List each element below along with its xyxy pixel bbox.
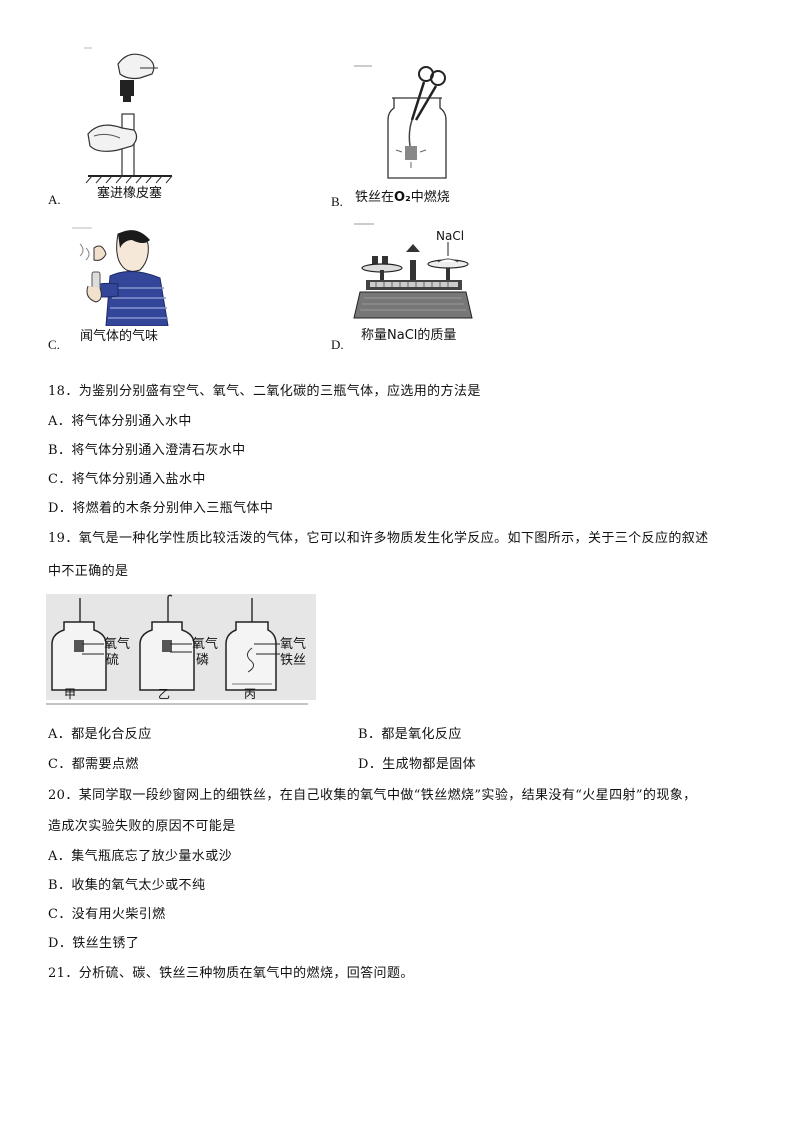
jar1-name: 甲 <box>64 687 76 701</box>
q20-option-a: A．集气瓶底忘了放少量水或沙 <box>48 849 232 864</box>
q20-option-c: C．没有用火柴引燃 <box>48 907 166 922</box>
o2-formula: O₂ <box>394 190 411 205</box>
option-c-letter: C. <box>48 337 60 352</box>
smell-gas-figure <box>70 226 175 327</box>
option-d-caption: 称量NaCl的质量 <box>361 328 457 343</box>
q19-option-b: B．都是氧化反应 <box>358 727 462 742</box>
q18-option-c: C．将气体分别通入盐水中 <box>48 472 206 487</box>
q19-option-d: D．生成物都是固体 <box>358 757 477 772</box>
option-b-caption: 铁丝在O₂中燃烧 <box>355 186 450 205</box>
jar2-name: 乙 <box>158 687 170 701</box>
jar-tongs-illustration <box>354 65 447 179</box>
nacl-label: NaCl <box>436 229 464 243</box>
balance-figure: NaCl <box>352 222 474 326</box>
option-b-letter: B. <box>331 194 343 209</box>
option-a-letter: A. <box>48 192 61 207</box>
jar2-substance-label: 磷 <box>196 653 209 668</box>
jar3-name: 丙 <box>244 687 256 701</box>
option-d-letter: D. <box>331 337 344 352</box>
q18-option-a: A．将气体分别通入水中 <box>48 414 192 429</box>
stopper-insertion-figure <box>80 46 180 201</box>
q21-stem: 21．分析硫、碳、铁丝三种物质在氧气中的燃烧，回答问题。 <box>48 966 414 981</box>
jar-phosphorus: 氧气 磷 乙 <box>139 594 218 701</box>
q20-stem-line2: 造成次实验失败的原因不可能是 <box>48 819 236 834</box>
jar3-substance-label: 铁丝 <box>280 653 306 668</box>
jar3-gas-label: 氧气 <box>280 636 306 652</box>
three-jars-figure: 氧气 硫 甲 氧气 磷 乙 氧气 铁丝 丙 <box>46 594 316 706</box>
q19-option-c: C．都需要点燃 <box>48 757 139 772</box>
q19-stem-line2: 中不正确的是 <box>48 564 129 579</box>
jar-iron-wire: 氧气 铁丝 丙 <box>225 598 306 701</box>
jar1-substance-label: 硫 <box>106 653 119 668</box>
q18-stem: 18．为鉴别分别盛有空气、氧气、二氧化碳的三瓶气体，应选用的方法是 <box>48 384 481 399</box>
q18-option-d: D．将燃着的木条分别伸入三瓶气体中 <box>48 501 274 516</box>
q20-stem-line1: 20．某同学取一段纱窗网上的细铁丝，在自己收集的氧气中做“铁丝燃烧”实验，结果没… <box>48 788 697 803</box>
option-a-caption: 塞进橡皮塞 <box>97 186 163 201</box>
option-b-caption-pre: 铁丝在 <box>355 190 395 205</box>
option-b-caption-post: 中燃烧 <box>410 190 450 205</box>
three-jars-illustration: 氧气 硫 甲 氧气 磷 乙 氧气 铁丝 丙 <box>46 594 316 705</box>
jar-sulfur: 氧气 硫 甲 <box>51 598 130 701</box>
balance-illustration: NaCl <box>353 223 473 319</box>
q19-option-a: A．都是化合反应 <box>48 727 152 742</box>
iron-burning-figure <box>350 60 460 190</box>
hand-tube-stopper-illustration <box>84 47 173 184</box>
q18-option-b: B．将气体分别通入澄清石灰水中 <box>48 443 246 458</box>
q20-option-b: B．收集的氧气太少或不纯 <box>48 878 206 893</box>
option-c-caption: 闻气体的气味 <box>80 329 159 344</box>
jar2-gas-label: 氧气 <box>192 636 218 652</box>
q20-option-d: D．铁丝生锈了 <box>48 936 140 951</box>
jar1-gas-label: 氧气 <box>104 636 130 652</box>
q19-stem-line1: 19．氧气是一种化学性质比较活泼的气体，它可以和许多物质发生化学反应。如下图所示… <box>48 531 709 546</box>
person-fanning-illustration <box>72 227 169 327</box>
